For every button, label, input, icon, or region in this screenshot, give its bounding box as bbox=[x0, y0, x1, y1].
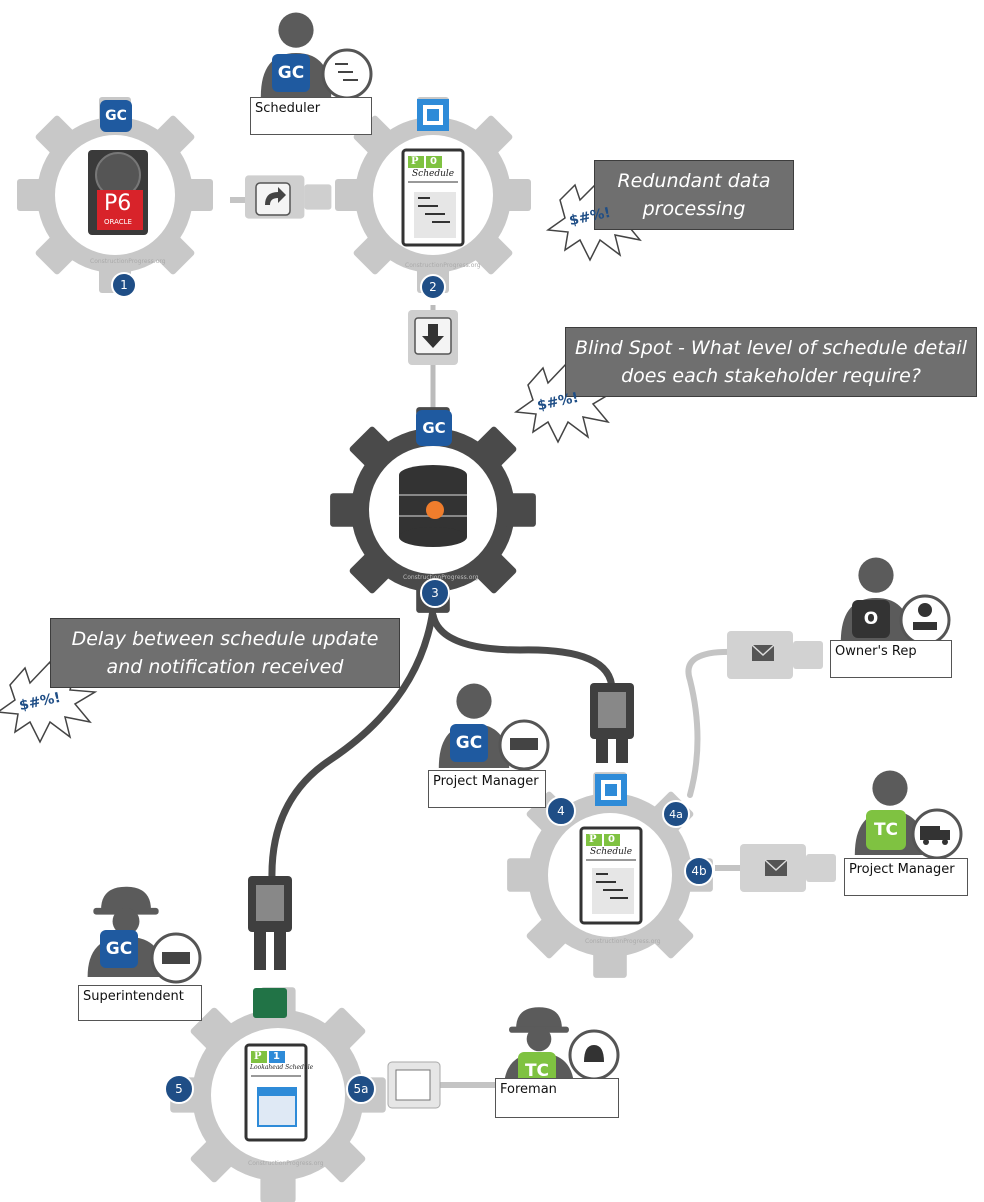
oracle-text: ORACLE bbox=[104, 218, 132, 226]
gc-badge-gear3: GC bbox=[416, 410, 452, 446]
gantt-icon bbox=[321, 48, 373, 100]
gc-badge-pm: GC bbox=[450, 724, 488, 762]
watermark-gear1: ConstructionProgress.org bbox=[90, 258, 166, 265]
owner-badge: O bbox=[852, 600, 890, 638]
watermark-gear4: ConstructionProgress.org bbox=[585, 938, 661, 945]
callout-redundant-line1: Redundant data bbox=[617, 170, 771, 192]
nametag-scheduler: Scheduler bbox=[250, 97, 372, 135]
plug-3-to-4 bbox=[590, 683, 634, 763]
gc-badge-gear1: GC bbox=[100, 100, 132, 132]
step-badge-1: 1 bbox=[111, 272, 137, 298]
callout-delay: Delay between schedule update and notifi… bbox=[50, 618, 400, 688]
callout-blind-spot: Blind Spot - What level of schedule deta… bbox=[565, 327, 977, 397]
gear-pm-schedule bbox=[507, 772, 713, 978]
nametag-gc-pm: Project Manager bbox=[428, 770, 546, 808]
ms-project-logo-icon bbox=[253, 988, 287, 1018]
watermark-gear2: ConstructionProgress.org bbox=[405, 262, 481, 269]
step-badge-2: 2 bbox=[420, 274, 446, 300]
gear-p6 bbox=[17, 97, 214, 293]
plug-2-to-3 bbox=[408, 310, 458, 365]
gear-lookahead bbox=[170, 987, 386, 1202]
presentation-icon bbox=[395, 1069, 431, 1101]
cable-4a-to-owner bbox=[685, 648, 738, 798]
gear-database-hub bbox=[330, 407, 536, 613]
p6-logo-icon bbox=[97, 190, 143, 230]
watermark-gear3: ConstructionProgress.org bbox=[403, 574, 479, 581]
cable-3-to-5 bbox=[268, 606, 437, 884]
callout-blind-line2: does each stakeholder require? bbox=[621, 365, 921, 387]
nametag-tc-pm: Project Manager bbox=[844, 858, 968, 896]
nametag-superintendent: Superintendent bbox=[78, 985, 202, 1021]
doc-zero-label-2: 0 bbox=[430, 156, 437, 167]
callout-delay-line2: and notification received bbox=[106, 656, 344, 678]
doc-p-label-2: P bbox=[411, 156, 419, 167]
gear-schedule-upload bbox=[335, 97, 531, 293]
plug-to-tc-pm bbox=[740, 844, 836, 892]
step-badge-5: 5 bbox=[164, 1074, 194, 1104]
step-badge-4: 4 bbox=[546, 796, 576, 826]
step-badge-4b: 4b bbox=[684, 856, 714, 886]
nametag-owners-rep: Owner's Rep bbox=[830, 640, 952, 678]
step-badge-4a: 4a bbox=[662, 800, 690, 828]
mobile-device-icon bbox=[598, 692, 626, 728]
callout-delay-line1: Delay between schedule update bbox=[71, 628, 379, 650]
nametag-foreman: Foreman bbox=[495, 1078, 619, 1118]
callout-redundant-line2: processing bbox=[642, 198, 746, 220]
doc-title-5: Lookahead Schedule bbox=[250, 1064, 314, 1071]
plug-to-owner bbox=[727, 631, 823, 679]
watermark-gear5: ConstructionProgress.org bbox=[248, 1160, 324, 1167]
doc-title-4: Schedule bbox=[590, 847, 633, 857]
gc-badge-scheduler: GC bbox=[272, 54, 310, 92]
step-badge-5a: 5a bbox=[346, 1074, 376, 1104]
callout-blind-line1: Blind Spot - What level of schedule deta… bbox=[575, 337, 967, 359]
mobile-device-icon-5 bbox=[256, 885, 284, 921]
tc-badge-pm: TC bbox=[866, 810, 906, 850]
doc-zero-label-4: 0 bbox=[608, 834, 615, 845]
cable-3-to-4 bbox=[429, 611, 616, 694]
plug-1-to-2 bbox=[230, 175, 332, 219]
doc-one-label-5: 1 bbox=[273, 1051, 280, 1062]
gc-badge-super: GC bbox=[100, 930, 138, 968]
plug-5a-to-foreman bbox=[387, 1061, 441, 1109]
doc-p-label-4: P bbox=[589, 834, 597, 845]
p6-logo-text: P6 bbox=[104, 191, 132, 216]
step-badge-3: 3 bbox=[420, 578, 450, 608]
doc-title-2: Schedule bbox=[412, 169, 455, 179]
doc-p-label-5: P bbox=[254, 1051, 262, 1062]
database-icon bbox=[399, 465, 467, 547]
callout-redundant-data: Redundant data processing bbox=[594, 160, 794, 230]
plug-3-to-5 bbox=[248, 876, 292, 970]
